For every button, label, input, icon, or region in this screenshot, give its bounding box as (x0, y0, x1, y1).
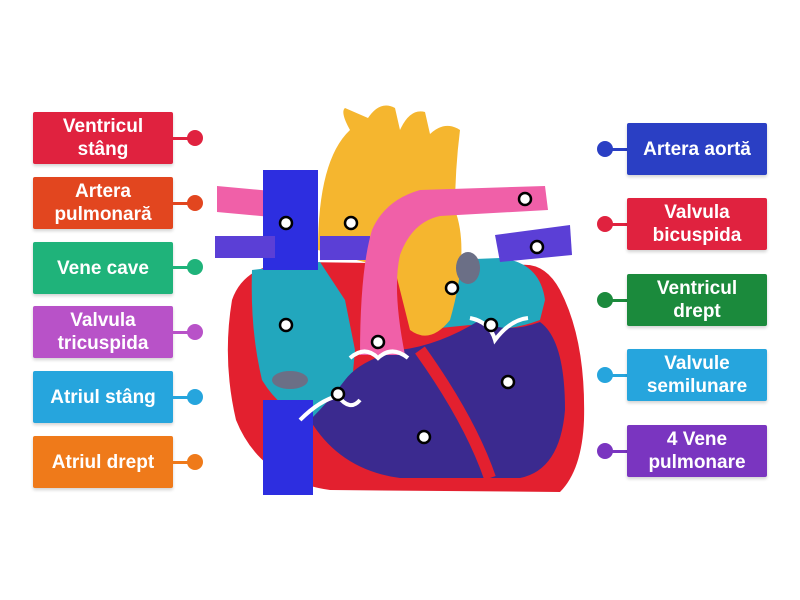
label-valvula-bicuspida[interactable]: Valvula bicuspida (627, 198, 767, 250)
bicuspid-valve-shape (469, 316, 529, 345)
label-vene-cave[interactable]: Vene cave (33, 242, 173, 294)
marker-left-atrium[interactable] (444, 280, 460, 296)
connector-4-vene-pulmonare (605, 450, 628, 453)
pin-valvula-tricuspida[interactable] (187, 324, 203, 340)
marker-left-ventricle[interactable] (500, 374, 516, 390)
label-atriul-drept[interactable]: Atriul drept (33, 436, 173, 488)
marker-bicuspid-valve[interactable] (483, 317, 499, 333)
connector-ventricul-stang (172, 137, 194, 140)
pin-vene-cave[interactable] (187, 259, 203, 275)
label-ventricul-drept[interactable]: Ventricul drept (627, 274, 767, 326)
pin-artera-pulmonara[interactable] (187, 195, 203, 211)
connector-artera-aorta (605, 148, 628, 151)
connector-atriul-stang (172, 396, 194, 399)
label-artera-pulmonara[interactable]: Artera pulmonară (33, 177, 173, 229)
label-ventricul-stang[interactable]: Ventricul stâng (33, 112, 173, 164)
pin-atriul-drept[interactable] (187, 454, 203, 470)
marker-aorta[interactable] (343, 215, 359, 231)
label-valvule-semilunare[interactable]: Valvule semilunare (627, 349, 767, 401)
atrial-opening-1 (272, 371, 308, 389)
marker-right-ventricle[interactable] (416, 429, 432, 445)
marker-pulmonary-vein[interactable] (529, 239, 545, 255)
connector-valvula-tricuspida (172, 331, 194, 334)
atrial-opening-2 (456, 252, 480, 284)
pin-atriul-stang[interactable] (187, 389, 203, 405)
marker-semilunar-valve[interactable] (370, 334, 386, 350)
marker-right-atrium[interactable] (278, 317, 294, 333)
pulmonary-vein-2 (320, 236, 370, 260)
connector-vene-cave (172, 266, 194, 269)
pin-ventricul-stang[interactable] (187, 130, 203, 146)
marker-vena-cava[interactable] (278, 215, 294, 231)
connector-atriul-drept (172, 461, 194, 464)
connector-valvula-bicuspida (605, 223, 628, 226)
label-artera-aorta[interactable]: Artera aortă (627, 123, 767, 175)
connector-ventricul-drept (605, 299, 628, 302)
connector-valvule-semilunare (605, 374, 628, 377)
label-4-vene-pulmonare[interactable]: 4 Vene pulmonare (627, 425, 767, 477)
label-atriul-stang[interactable]: Atriul stâng (33, 371, 173, 423)
marker-pulmonary-artery[interactable] (517, 191, 533, 207)
marker-tricuspid-valve[interactable] (330, 386, 346, 402)
pulmonary-vein-1 (215, 236, 275, 258)
label-valvula-tricuspida[interactable]: Valvula tricuspida (33, 306, 173, 358)
ventricles (310, 320, 565, 478)
semilunar-valve-shape (348, 349, 410, 361)
pulmonary-artery-shape (360, 186, 548, 355)
septum (415, 346, 496, 480)
connector-artera-pulmonara (172, 202, 194, 205)
